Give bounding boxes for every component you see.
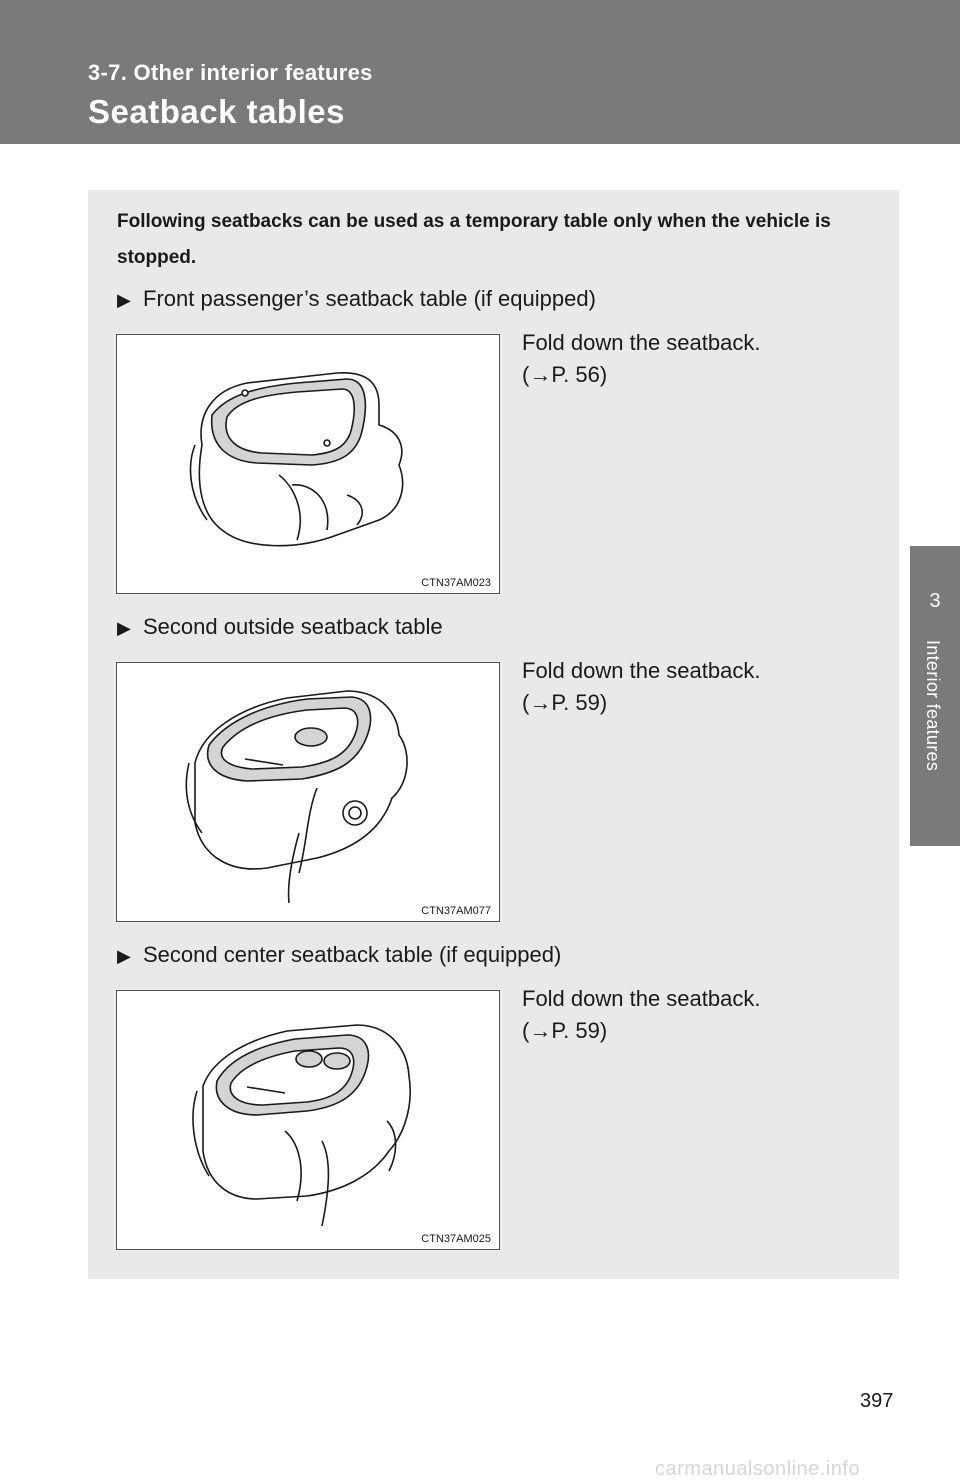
- seat-illustration-icon: [189, 372, 404, 547]
- right-triangle-arrow-icon: ▶: [117, 618, 131, 638]
- watermark: carmanualsonline.info: [655, 1458, 861, 1480]
- figure-code: CTN37AM077: [421, 905, 491, 917]
- right-triangle-arrow-icon: ▶: [117, 946, 131, 966]
- right-triangle-arrow-icon: ▶: [117, 290, 131, 310]
- item-heading-second-center: ▶ Second center seatback table (if equipp…: [117, 942, 561, 968]
- item-heading-label: Front passenger’s seatback table (if equ…: [143, 286, 596, 311]
- page-reference: (→P. 56): [522, 362, 608, 387]
- chapter-tab: [910, 546, 960, 846]
- seat-illustration-icon: [185, 690, 408, 904]
- page-header: [0, 0, 960, 144]
- intro-text: Following seatbacks can be used as a tem…: [117, 211, 831, 268]
- instruction-text: Fold down the seatback. (→P. 56): [522, 327, 760, 391]
- item-heading-second-outside: ▶ Second outside seatback table: [117, 614, 443, 640]
- instruction-line: Fold down the seatback.: [522, 658, 761, 683]
- page-title: Seatback tables: [88, 93, 345, 130]
- page-reference: (→P. 59): [522, 1018, 608, 1043]
- instruction-text: Fold down the seatback. (→P. 59): [522, 655, 760, 719]
- chapter-number: 3: [929, 590, 941, 612]
- figure-code: CTN37AM023: [421, 577, 491, 589]
- item-heading-front-passenger: ▶ Front passenger’s seatback table (if eq…: [117, 286, 596, 312]
- figure-second-center-seatback: CTN37AM025: [116, 990, 500, 1250]
- instruction-line: Fold down the seatback.: [522, 330, 761, 355]
- figure-front-passenger-seatback: CTN37AM023: [116, 334, 500, 594]
- item-heading-label: Second outside seatback table: [143, 614, 443, 639]
- chapter-title: Interior features: [923, 640, 943, 772]
- page-number: 397: [860, 1390, 894, 1412]
- page-reference: (→P. 59): [522, 690, 608, 715]
- seat-illustration-icon: [192, 1024, 411, 1227]
- instruction-text: Fold down the seatback. (→P. 59): [522, 983, 760, 1047]
- instruction-line: Fold down the seatback.: [522, 986, 761, 1011]
- item-heading-label: Second center seatback table (if equippe…: [143, 942, 562, 967]
- figure-code: CTN37AM025: [421, 1233, 491, 1245]
- figure-second-outside-seatback: CTN37AM077: [116, 662, 500, 922]
- section-label: 3-7. Other interior features: [88, 60, 373, 85]
